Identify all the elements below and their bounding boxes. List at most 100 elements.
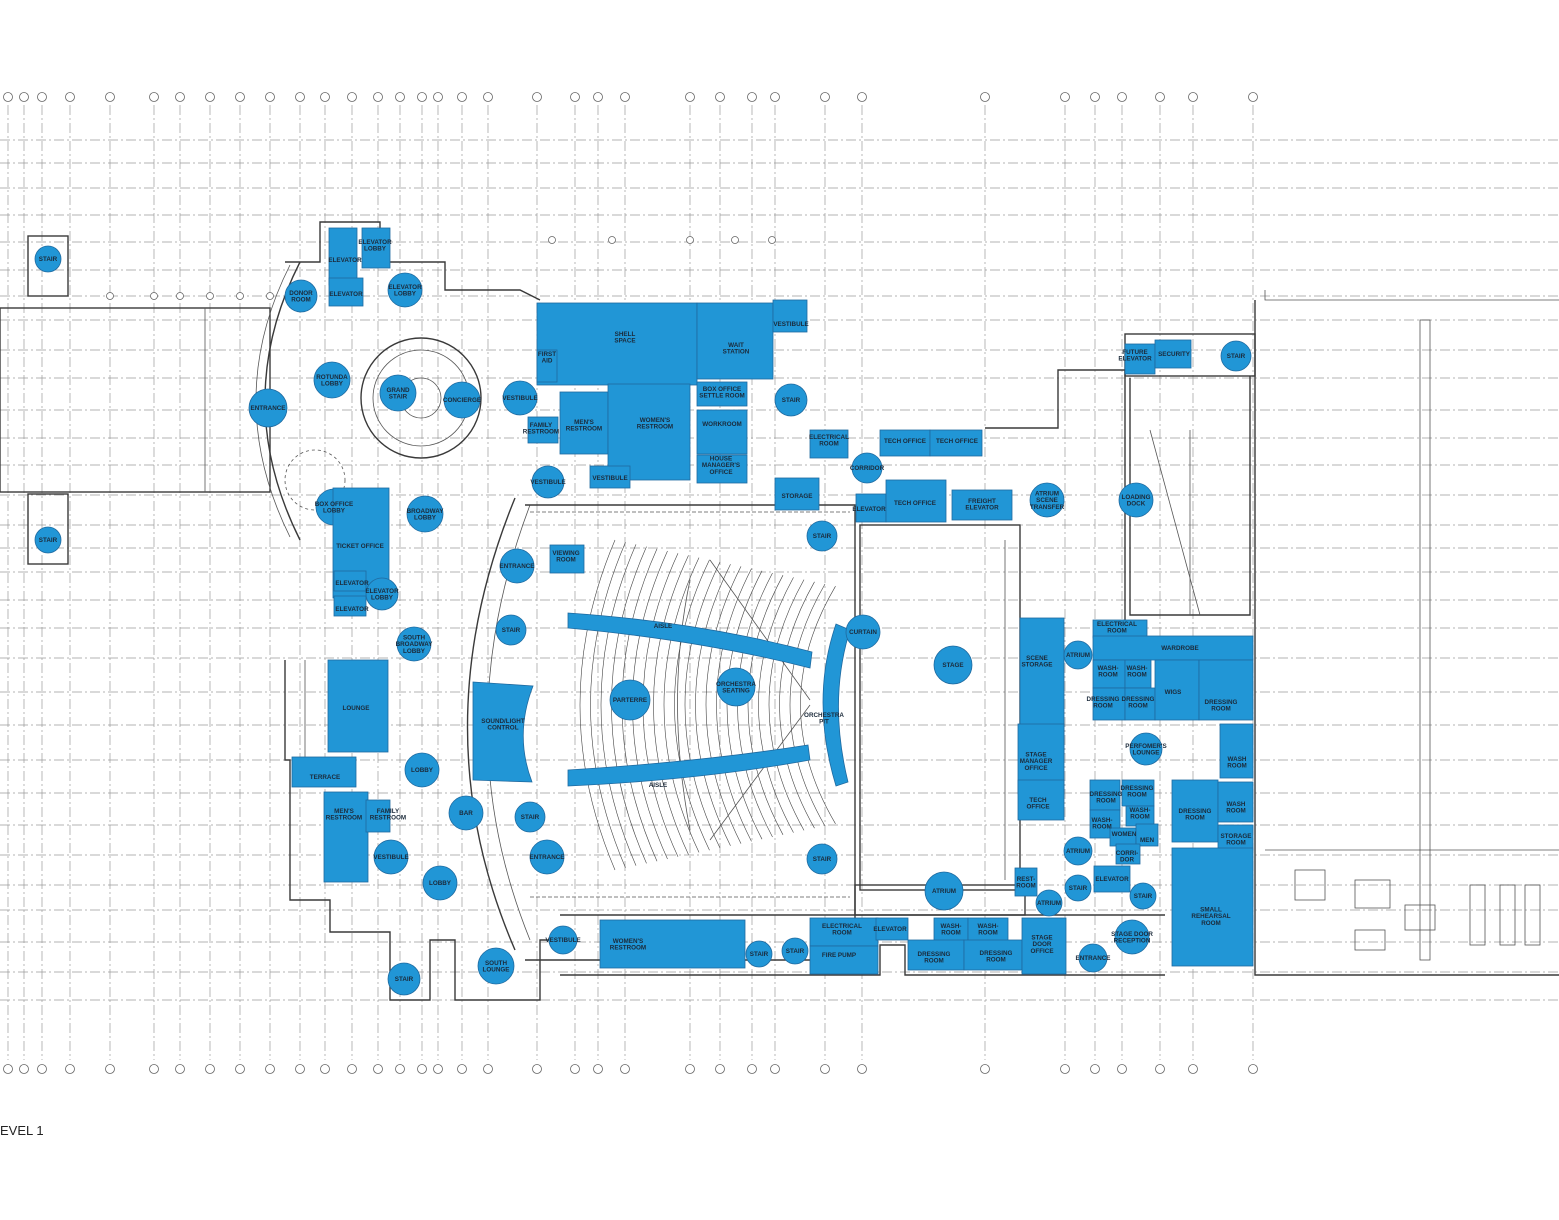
room-label-line: RESTROOM	[637, 424, 673, 431]
room-label-line: RESTROOM	[370, 815, 406, 822]
seat-row	[705, 566, 742, 844]
room-wash-room	[967, 917, 1009, 943]
room-label-line: LOBBY	[429, 880, 452, 887]
room-label-line: ORCHESTRA	[716, 681, 756, 688]
room-elevator	[328, 277, 364, 307]
room-label: WARDROBE	[1161, 645, 1198, 652]
room-lobby	[404, 752, 440, 788]
room-label-line: LOUNGE	[343, 705, 370, 712]
room-label-line: WIGS	[1165, 689, 1182, 696]
grid-bubble	[320, 1064, 330, 1074]
room-label-line: STAIR	[786, 948, 805, 955]
room-label: ELEVATOR	[335, 580, 369, 587]
room-label-line: TECH	[1029, 797, 1047, 804]
room-rotunda-lobby	[313, 361, 351, 399]
room-label-line: ROOM	[1211, 706, 1231, 713]
room-label: MEN	[1140, 837, 1154, 844]
room-label-line: SECURITY	[1158, 351, 1191, 358]
room-label-line: CORRI-	[1116, 850, 1138, 857]
room-label-line: ROOM	[1127, 672, 1147, 679]
grid-bubble	[685, 92, 695, 102]
grid-bubble	[570, 92, 580, 102]
grid-bubble	[483, 1064, 493, 1074]
room-label-line: VIEWING	[552, 550, 579, 557]
grid-bubble	[205, 92, 215, 102]
grid-bubble	[149, 92, 159, 102]
grid-bubble	[620, 92, 630, 102]
grid-bubble	[37, 92, 47, 102]
seat-row	[579, 539, 616, 871]
room-dressing-room	[963, 939, 1023, 971]
room-storage	[774, 477, 820, 511]
room-label-line: ROOM	[1128, 703, 1148, 710]
room-corridor	[851, 452, 883, 484]
grid-bubble	[457, 92, 467, 102]
grid-bubble	[1060, 1064, 1070, 1074]
room-south-lounge	[477, 947, 515, 985]
room-label-line: ELEVATOR	[852, 506, 886, 513]
room-label-line: BAR	[459, 810, 473, 817]
room-label-line: STAIR	[395, 976, 414, 983]
room-label-line: OFFICE	[709, 469, 732, 476]
grid-bubble	[1090, 1064, 1100, 1074]
room-label-line: CONTROL	[487, 725, 518, 732]
grid-bubble	[620, 1064, 630, 1074]
room-label-line: ROOM	[986, 957, 1006, 964]
grid-bubble	[715, 1064, 725, 1074]
grid-bubble	[320, 92, 330, 102]
room-label-line: WASH-	[941, 923, 962, 930]
room-label-line: ELECTRICAL	[809, 434, 849, 441]
room-label: TECH OFFICE	[884, 438, 926, 445]
room-label-line: FUTURE	[1122, 349, 1148, 356]
annex-fixture-3	[1404, 904, 1436, 931]
room-label-line: ROOM	[1130, 814, 1150, 821]
room-vestibule	[531, 465, 565, 499]
room-elevator	[333, 595, 367, 617]
room-wardrobe	[1092, 635, 1254, 661]
room-stage-door-office	[1021, 917, 1067, 975]
room-label-line: FREIGHT	[968, 498, 996, 505]
room-broadway-lobby	[406, 495, 444, 533]
room-label-line: STAIR	[1134, 893, 1153, 900]
south-service-wall	[560, 944, 1165, 976]
room-vestibule	[548, 925, 578, 955]
room-stage	[933, 645, 973, 685]
room-wigs	[1154, 659, 1200, 721]
room-label-line: GRAND	[386, 387, 410, 394]
grid-bubble	[532, 92, 542, 102]
room-label: WORKROOM	[702, 421, 742, 428]
room-label: PARTERRE	[613, 697, 647, 704]
room-workroom	[696, 409, 748, 455]
grid-bubble	[295, 92, 305, 102]
room-label-line: SMALL	[1200, 907, 1222, 914]
room-label: VESTIBULE	[592, 475, 627, 482]
room-label-line: ROOM	[1226, 840, 1246, 847]
room-label-line: LOADING	[1121, 494, 1150, 501]
room-label-line: WASH-	[1098, 665, 1119, 672]
grid-bubble	[768, 236, 776, 244]
room-label-line: STAIR	[813, 856, 832, 863]
seat-row	[695, 564, 731, 846]
room-stair	[514, 801, 546, 833]
room-label-line: HOUSE	[710, 456, 732, 463]
room-entrance	[499, 548, 535, 584]
annex-outline	[1254, 300, 1559, 976]
seat-row	[789, 583, 826, 827]
room-concierge	[443, 381, 481, 419]
grid-bubble	[1188, 92, 1198, 102]
room-label-line: ROOM	[1098, 672, 1118, 679]
room-label-line: ATRIUM	[1066, 848, 1090, 855]
room-label-line: SCENE	[1036, 497, 1058, 504]
room-aisle	[567, 744, 811, 787]
room-sound-light-control	[472, 681, 534, 783]
